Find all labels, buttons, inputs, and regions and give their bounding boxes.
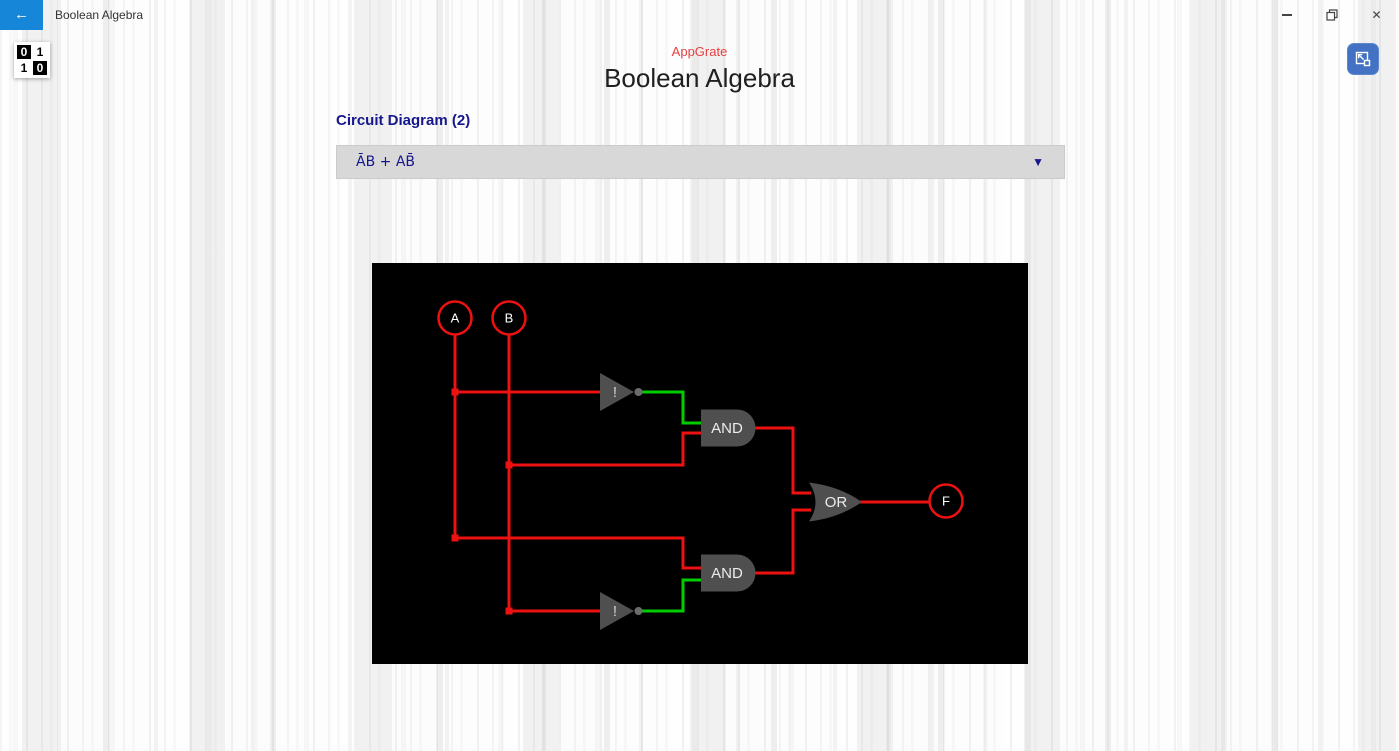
logo-digit: 1 <box>33 45 47 59</box>
close-icon: ✕ <box>1371 8 1382 22</box>
wires-red <box>453 334 930 613</box>
restore-button[interactable] <box>1309 0 1354 30</box>
circuit-canvas: ! ! AND AND OR <box>372 263 1028 664</box>
back-arrow-icon: ← <box>14 6 29 23</box>
resize-icon <box>1355 51 1371 67</box>
app-logo: 0 1 1 0 <box>14 42 50 78</box>
brand-name: AppGrate <box>671 44 728 59</box>
or-gate-label: OR <box>825 494 848 511</box>
back-button[interactable]: ← <box>0 0 43 30</box>
logo-digit: 0 <box>17 45 31 59</box>
minimize-icon <box>1281 14 1292 16</box>
close-button[interactable]: ✕ <box>1354 0 1399 30</box>
and-gate-label: AND <box>711 565 743 582</box>
expression-dropdown[interactable]: ĀB + AB̄ ▼ <box>336 145 1065 179</box>
logo-digit: 1 <box>17 61 31 75</box>
logo-digit: 0 <box>33 61 47 75</box>
expression-value: ĀB + AB̄ <box>356 154 415 170</box>
window-title: Boolean Algebra <box>55 8 144 22</box>
and-gate-1: AND <box>701 409 756 447</box>
output-node-f: F <box>928 483 964 519</box>
input-node-b-label: B <box>505 311 514 326</box>
and-gate-2: AND <box>701 554 756 592</box>
titlebar: ← Boolean Algebra ✕ <box>0 0 1399 30</box>
input-node-b[interactable]: B <box>491 300 527 336</box>
and-gate-label: AND <box>711 420 743 437</box>
not-gate-1: ! <box>600 373 643 411</box>
wire-junctions <box>451 388 513 615</box>
or-gate: OR <box>809 482 862 522</box>
window-controls: ✕ <box>1264 0 1399 30</box>
not-gate-label: ! <box>613 603 617 620</box>
input-node-a-label: A <box>451 311 460 326</box>
restore-icon <box>1325 9 1338 21</box>
output-node-f-label: F <box>942 494 950 509</box>
wires-green <box>640 390 701 613</box>
scale-view-button[interactable] <box>1347 43 1379 75</box>
circuit-diagram: ! ! AND AND OR <box>437 300 964 630</box>
not-gate-label: ! <box>613 384 617 401</box>
chevron-down-icon: ▼ <box>1032 155 1044 169</box>
page-header: AppGrate Boolean Algebra <box>0 44 1399 94</box>
not-gate-2: ! <box>600 592 643 630</box>
page-title: Boolean Algebra <box>604 63 795 93</box>
input-node-a[interactable]: A <box>437 300 473 336</box>
minimize-button[interactable] <box>1264 0 1309 30</box>
section-title: Circuit Diagram (2) <box>336 112 471 129</box>
